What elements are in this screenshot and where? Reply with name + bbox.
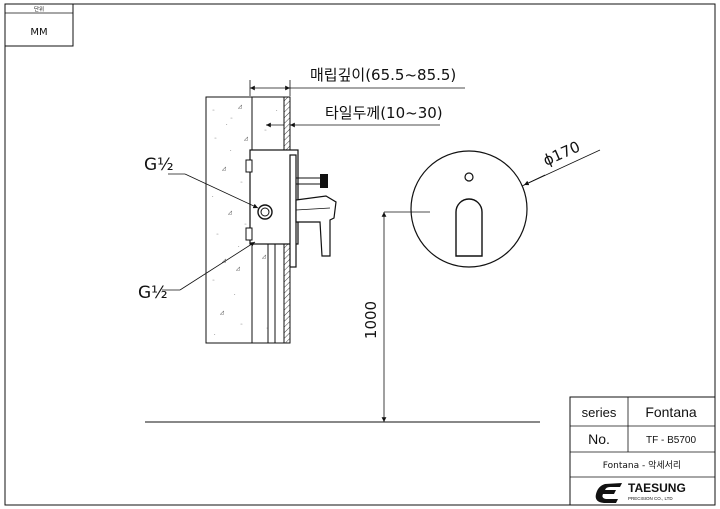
series-value: Fontana xyxy=(645,404,697,420)
description: Fontana - 악세서리 xyxy=(603,459,681,471)
svg-text:◦: ◦ xyxy=(212,278,215,284)
svg-text:·: · xyxy=(234,292,236,298)
svg-text:◦: ◦ xyxy=(230,116,233,122)
brand-logo: TAESUNG PRECISION CO., LTD xyxy=(595,481,686,503)
brand-name: TAESUNG xyxy=(628,481,686,495)
svg-text:·: · xyxy=(230,148,232,154)
svg-text:◦: ◦ xyxy=(240,180,243,186)
pipe-label-lower: G½ xyxy=(138,241,256,303)
svg-text:◿: ◿ xyxy=(244,136,248,142)
svg-text:◿: ◿ xyxy=(262,254,266,260)
svg-text:·: · xyxy=(226,122,228,128)
brand-sub: PRECISION CO., LTD xyxy=(628,496,673,501)
svg-text:◦: ◦ xyxy=(264,128,267,134)
series-label: series xyxy=(582,405,617,420)
svg-text:◦: ◦ xyxy=(212,108,215,114)
unit-box-value: MM xyxy=(30,27,47,38)
svg-text:G½: G½ xyxy=(138,283,168,303)
lever-handle xyxy=(295,195,337,257)
svg-text:◦: ◦ xyxy=(216,232,219,238)
dim-diameter: ϕ170 xyxy=(521,138,601,187)
front-diverter-hole xyxy=(464,172,474,182)
tile-thickness-label: 타일두께(10~30) xyxy=(325,104,443,122)
valve-body xyxy=(245,149,337,268)
diverter-knob xyxy=(320,174,328,188)
svg-text:·: · xyxy=(238,244,240,250)
svg-text:◦: ◦ xyxy=(240,322,243,328)
no-value: TF - B5700 xyxy=(646,435,696,446)
pipe-inlet-circle xyxy=(257,204,273,220)
svg-text:·: · xyxy=(214,332,216,338)
title-block: series Fontana No. TF - B5700 Fontana - … xyxy=(569,396,716,506)
svg-text:◦: ◦ xyxy=(214,136,217,142)
svg-text:◿: ◿ xyxy=(238,104,242,110)
sheet-border xyxy=(4,3,716,506)
dim-embed-depth: 매립깊이(65.5~85.5) xyxy=(249,66,465,96)
diameter-label: ϕ170 xyxy=(540,138,583,170)
svg-text:·: · xyxy=(212,194,214,200)
svg-text:◿: ◿ xyxy=(236,266,240,272)
svg-text:◦: ◦ xyxy=(244,222,247,228)
brand-logo-icon xyxy=(595,483,622,503)
svg-text:◿: ◿ xyxy=(222,166,226,172)
svg-text:◿: ◿ xyxy=(220,310,224,316)
svg-text:◿: ◿ xyxy=(228,210,232,216)
svg-text:◿: ◿ xyxy=(222,258,226,264)
embed-depth-label: 매립깊이(65.5~85.5) xyxy=(310,66,456,84)
unit-box: 단위 MM xyxy=(4,3,74,47)
dim-tile-thickness: 타일두께(10~30) xyxy=(266,104,443,128)
pipe-label-upper: G½ xyxy=(144,155,259,209)
front-view-plate xyxy=(410,150,528,268)
unit-box-label: 단위 xyxy=(34,5,44,13)
front-lever-outline xyxy=(455,198,483,257)
no-label: No. xyxy=(588,431,610,447)
svg-text:G½: G½ xyxy=(144,155,174,175)
dim-height: 1000 xyxy=(362,211,430,422)
svg-text:·: · xyxy=(276,108,278,114)
height-label: 1000 xyxy=(362,301,380,339)
